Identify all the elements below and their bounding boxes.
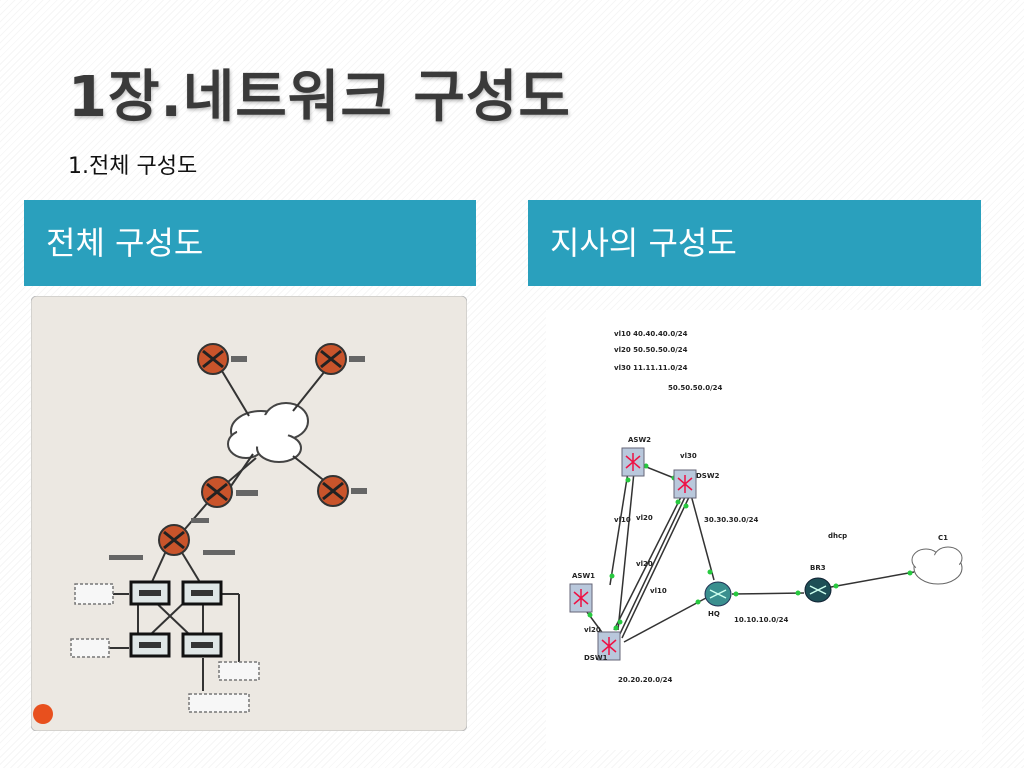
- link-label: vl10: [650, 587, 667, 595]
- link-label: vl20: [584, 626, 601, 634]
- subnet-label: 10.10.10.0/24: [734, 616, 788, 624]
- link-label: vl20: [636, 560, 653, 568]
- cloud-icon: [227, 402, 309, 463]
- switch-icon: [129, 632, 171, 658]
- branch-network-diagram: vl10 40.40.40.0/24 vl20 50.50.50.0/24 vl…: [546, 310, 982, 750]
- right-column-header: 지사의 구성도: [528, 200, 981, 286]
- node-label: DSW1: [584, 654, 608, 662]
- link-label: vl20: [636, 514, 653, 522]
- node-label: ASW2: [628, 436, 651, 444]
- diagram-note: vl20 50.50.50.0/24: [614, 346, 688, 354]
- switch-icon: [597, 631, 621, 661]
- overall-network-diagram: [31, 296, 467, 731]
- diagram-note: vl10 40.40.40.0/24: [614, 330, 688, 338]
- router-icon: [201, 476, 233, 508]
- link-label: vl10: [614, 516, 631, 524]
- switch-icon: [129, 580, 171, 606]
- node-label: DSW2: [696, 472, 720, 480]
- router-icon: [704, 581, 732, 607]
- node-label: C1: [938, 534, 948, 542]
- cloud-label: dhcp: [828, 532, 847, 540]
- left-column-header: 전체 구성도: [24, 200, 476, 286]
- router-icon: [197, 343, 229, 375]
- switch-icon: [181, 580, 223, 606]
- node-label: BR3: [810, 564, 826, 572]
- router-icon: [317, 475, 349, 507]
- slide-subtitle: 1.전체 구성도: [68, 154, 198, 179]
- router-icon: [158, 524, 190, 556]
- node-label: ASW1: [572, 572, 595, 580]
- subnet-label: 30.30.30.0/24: [704, 516, 758, 524]
- router-icon: [315, 343, 347, 375]
- diagram-note: vl30 11.11.11.0/24: [614, 364, 688, 372]
- network-label: 50.50.50.0/24: [668, 384, 722, 392]
- switch-icon: [673, 469, 697, 499]
- slide-title: 1장.네트워크 구성도: [68, 65, 571, 130]
- switch-icon: [621, 447, 645, 477]
- switch-icon: [569, 583, 593, 613]
- logo-icon: [33, 704, 53, 724]
- link-label: vl30: [680, 452, 697, 460]
- switch-icon: [181, 632, 223, 658]
- node-label: HQ: [708, 610, 720, 618]
- cloud-icon: [911, 546, 963, 585]
- router-icon: [804, 577, 832, 603]
- subnet-label: 20.20.20.0/24: [618, 676, 672, 684]
